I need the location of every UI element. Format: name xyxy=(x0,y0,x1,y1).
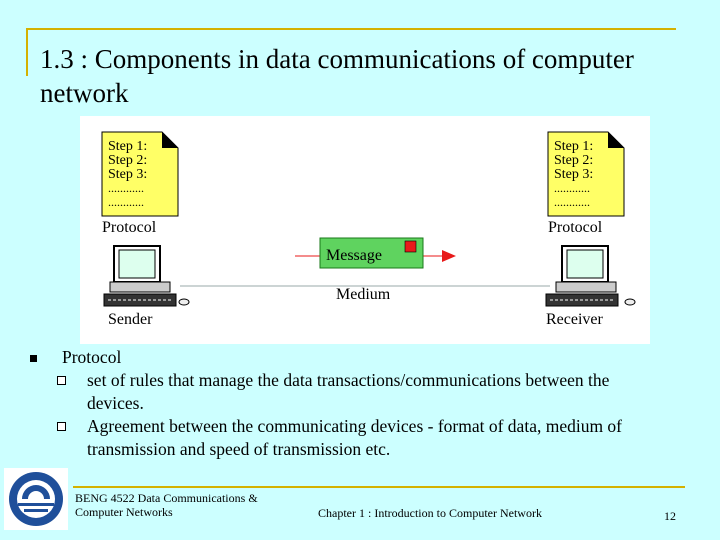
hollow-square-bullet-icon xyxy=(57,422,66,431)
left-step-1: Step 1: xyxy=(108,139,147,154)
medium-label: Medium xyxy=(336,286,391,303)
sub-bullet-agreement: Agreement between the communicating devi… xyxy=(30,415,670,461)
bullet-protocol-text: Protocol xyxy=(62,347,122,367)
title-rule-left xyxy=(26,28,28,76)
left-dots-2: ............ xyxy=(108,195,144,209)
sub-bullet-rules: set of rules that manage the data transa… xyxy=(30,369,670,415)
right-dots-1: ............ xyxy=(554,181,590,195)
right-protocol-document: Step 1: Step 2: Step 3: ............ ...… xyxy=(547,131,625,217)
footer-chapter: Chapter 1 : Introduction to Computer Net… xyxy=(318,506,542,520)
left-step-3: Step 3: xyxy=(108,167,147,182)
left-step-2: Step 2: xyxy=(108,153,147,168)
receiver-computer-icon xyxy=(545,245,636,307)
left-protocol-document: Step 1: Step 2: Step 3: ............ ...… xyxy=(101,131,179,217)
footer-course: BENG 4522 Data Communications & Computer… xyxy=(75,491,258,519)
right-step-3: Step 3: xyxy=(554,167,593,182)
message-arrow-head xyxy=(442,250,456,262)
sender-label: Sender xyxy=(108,311,153,328)
university-logo-icon xyxy=(4,468,68,530)
footer-rule xyxy=(73,486,685,488)
receiver-label: Receiver xyxy=(546,311,604,328)
right-dots-2: ............ xyxy=(554,195,590,209)
sub-bullet-agreement-text: Agreement between the communicating devi… xyxy=(87,416,623,459)
hollow-square-bullet-icon xyxy=(57,376,66,385)
footer-page-number: 12 xyxy=(664,509,676,523)
square-bullet-icon xyxy=(30,355,37,362)
left-dots-1: ............ xyxy=(108,181,144,195)
bullet-protocol: Protocol xyxy=(30,346,690,369)
data-communication-diagram: Step 1: Step 2: Step 3: ............ ...… xyxy=(80,116,650,344)
message-label: Message xyxy=(326,247,382,264)
right-step-1: Step 1: xyxy=(554,139,593,154)
bullet-list: Protocol set of rules that manage the da… xyxy=(30,346,690,461)
slide-title: 1.3 : Components in data communications … xyxy=(40,44,634,108)
sub-bullet-rules-text: set of rules that manage the data transa… xyxy=(87,370,610,413)
sender-computer-icon xyxy=(103,245,190,307)
message-marker xyxy=(404,240,417,253)
right-step-2: Step 2: xyxy=(554,153,593,168)
right-protocol-label: Protocol xyxy=(548,219,603,236)
left-protocol-label: Protocol xyxy=(102,219,157,236)
title-rule-top xyxy=(26,28,676,30)
